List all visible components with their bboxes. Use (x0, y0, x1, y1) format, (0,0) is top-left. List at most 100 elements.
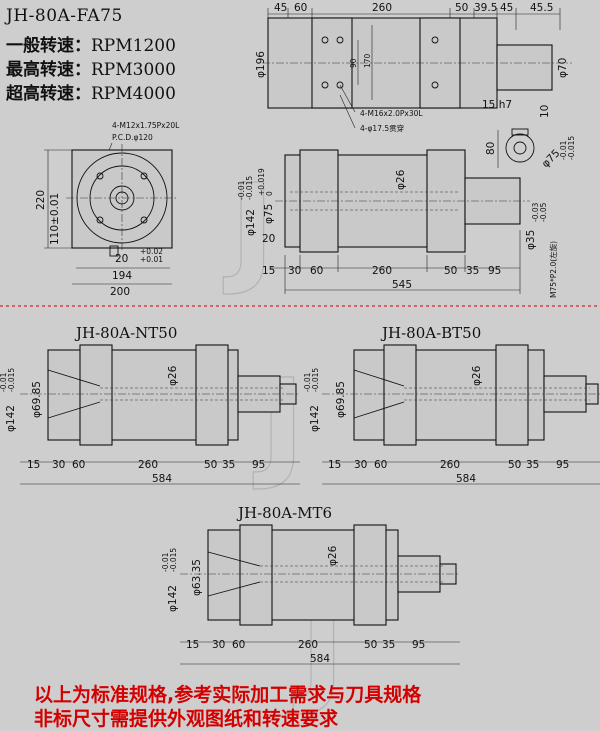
dim-nt50-tol-lo: -0.015 (7, 368, 16, 392)
dim-top-90: 90 (349, 58, 358, 68)
dim-top-50: 50 (455, 2, 468, 14)
dim-nt50-60: 60 (72, 459, 85, 471)
callout-m16: 4-M16x2.0Px30L (360, 109, 423, 118)
dim-key-80: 80 (485, 142, 497, 155)
dim-nt50-50: 50 (204, 459, 217, 471)
dim-side-30: 30 (288, 265, 301, 277)
dim-mt6-phi63: φ63.35 (191, 559, 203, 596)
dim-bt50-60: 60 (374, 459, 387, 471)
dim-side-35: 35 (466, 265, 479, 277)
model-title: JH-80A-FA75 (6, 6, 123, 26)
dim-mt6-35: 35 (382, 639, 395, 651)
dim-phi75-tol-lo: -0.015 (567, 136, 576, 160)
dim-end-220: 220 (35, 190, 47, 210)
dim-end-110: 110±0.01 (49, 193, 61, 245)
dim-mt6-tol-lo: -0.015 (169, 548, 178, 572)
dim-nt50-phi26: φ26 (167, 365, 179, 386)
dim-top-260: 260 (372, 2, 392, 14)
dim-top-45: 45 (274, 2, 287, 14)
dim-mt6-tol-up: -0.01 (161, 552, 170, 572)
dim-bt50-phi69: φ69.85 (335, 381, 347, 418)
dim-mt6-584: 584 (310, 653, 330, 665)
dim-nt50-260: 260 (138, 459, 158, 471)
callout-thru-hole: 4-φ17.5贯穿 (360, 123, 404, 133)
dim-side-15: 15 (262, 265, 275, 277)
dim-phi75-tol-up: -0.01 (559, 140, 568, 160)
dim-side-phi142: φ142 (245, 209, 257, 236)
dim-key-10: 10 (539, 105, 551, 118)
dim-mt6-50: 50 (364, 639, 377, 651)
dim-mt6-phi142: φ142 (167, 585, 179, 612)
dim-mt6-95: 95 (412, 639, 425, 651)
dim-phi70: φ70 (557, 58, 569, 78)
svg-text:J: J (223, 160, 275, 299)
dim-side-phi75-tol-up: +0.019 (257, 168, 266, 196)
watermark-logo: J J J (222, 159, 345, 719)
dim-bt50-260: 260 (440, 459, 460, 471)
dim-bt50-30: 30 (354, 459, 367, 471)
dim-mt6-260: 260 (298, 639, 318, 651)
dim-end-tol-lo: +0.01 (140, 255, 163, 264)
mt6-title: JH-80A-MT6 (236, 504, 332, 522)
dim-top-45-5: 45.5 (530, 2, 553, 14)
dim-side-phi26: φ26 (395, 169, 407, 190)
dim-nt50-phi69: φ69.85 (31, 381, 43, 418)
speed-normal: 一般转速：RPM1200 (6, 36, 176, 56)
fa75-side-view: 15 h7 10 80 φ75 -0.01 -0.015 φ142 -0.01 … (237, 99, 576, 298)
dim-top-170: 170 (363, 53, 372, 68)
dim-bt50-phi26: φ26 (471, 365, 483, 386)
speed-max: 最高转速：RPM3000 (6, 60, 176, 80)
note-standard-spec: 以上为标准规格,参考实际加工需求与刀具规格 (34, 684, 422, 706)
dim-end-tol-up: +0.02 (140, 247, 163, 256)
dim-bt50-95: 95 (556, 459, 569, 471)
dim-key-15h7: 15 h7 (482, 99, 512, 111)
dim-mt6-phi26: φ26 (327, 545, 339, 566)
callout-pcd: P.C.D.φ120 (112, 133, 153, 142)
speed-ultra: 超高转速：RPM4000 (6, 84, 176, 104)
bt50-title: JH-80A-BT50 (380, 324, 481, 342)
dim-side-phi142-tol-lo: -0.015 (245, 176, 254, 200)
dim-side-phi35-tol-lo: -0.05 (539, 202, 548, 222)
dim-nt50-tol-up: -0.01 (0, 372, 8, 392)
dim-side-phi35-tol-up: -0.03 (531, 202, 540, 222)
fa75-end-view: 4-M12x1.75Px20L P.C.D.φ120 220 110±0.01 … (35, 121, 180, 298)
dim-mt6-30: 30 (212, 639, 225, 651)
dim-side-thread: M75*P2.0(左旋) (548, 241, 558, 298)
dim-bt50-tol-up: -0.01 (303, 372, 312, 392)
dim-nt50-15: 15 (27, 459, 40, 471)
nt50-title: JH-80A-NT50 (74, 324, 177, 342)
nt50-view: φ142 -0.01 -0.015 φ69.85 φ26 15 30 60 26… (0, 344, 300, 485)
dim-top-45b: 45 (500, 2, 513, 14)
dim-bt50-phi142: φ142 (309, 405, 321, 432)
dim-bt50-35: 35 (526, 459, 539, 471)
dim-side-phi75: φ75 (263, 204, 275, 224)
dim-end-200: 200 (110, 286, 130, 298)
callout-m12: 4-M12x1.75Px20L (112, 121, 180, 130)
dim-side-545: 545 (392, 279, 412, 291)
bt50-view: φ142 -0.01 -0.015 φ69.85 φ26 15 30 60 26… (303, 344, 600, 485)
dim-top-39-5: 39.5 (474, 2, 497, 14)
dim-top-60: 60 (294, 2, 307, 14)
dim-end-20: 20 (115, 253, 128, 265)
note-custom-spec: 非标尺寸需提供外观图纸和转速要求 (34, 708, 339, 730)
dim-side-phi75-tol-lo: 0 (265, 191, 274, 196)
dim-side-20: 20 (262, 233, 275, 245)
mt6-view: φ142 -0.01 -0.015 φ63.35 φ26 15 30 60 26… (161, 524, 460, 665)
dim-bt50-15: 15 (328, 459, 341, 471)
dim-bt50-584: 584 (456, 473, 476, 485)
dim-nt50-35: 35 (222, 459, 235, 471)
dim-bt50-tol-lo: -0.015 (311, 368, 320, 392)
fa75-top-view: 45 60 260 50 39.5 45 45.5 φ196 90 170 φ7… (255, 2, 572, 133)
dim-nt50-30: 30 (52, 459, 65, 471)
dim-nt50-584: 584 (152, 473, 172, 485)
dim-phi196: φ196 (255, 51, 267, 78)
dim-nt50-phi142: φ142 (5, 405, 17, 432)
dim-end-194: 194 (112, 270, 132, 282)
dim-side-95: 95 (488, 265, 501, 277)
dim-mt6-15: 15 (186, 639, 199, 651)
dim-mt6-60: 60 (232, 639, 245, 651)
dim-side-phi142-tol-up: -0.01 (237, 180, 246, 200)
dim-side-phi35: φ35 (525, 230, 537, 250)
